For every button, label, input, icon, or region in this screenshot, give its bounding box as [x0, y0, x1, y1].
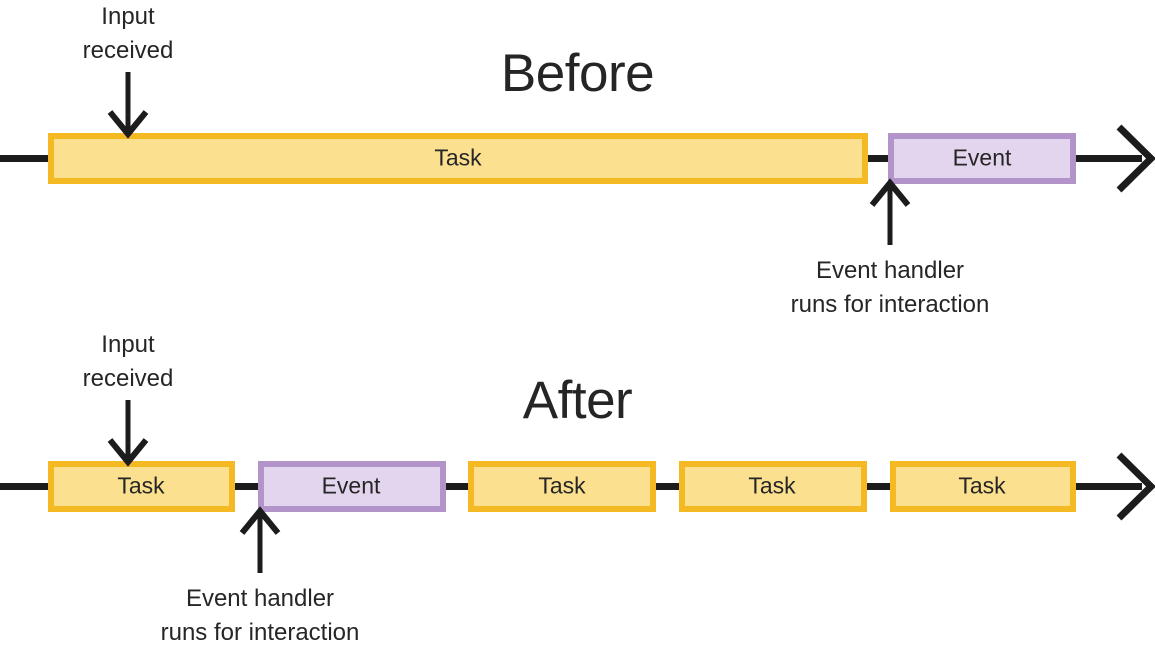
after-input-arrow [107, 400, 149, 467]
after-input-received-label: Input received [82, 331, 174, 393]
after-timeline-arrowhead [1116, 452, 1155, 521]
before-input-arrow [107, 72, 149, 139]
after-handler-arrow [239, 506, 281, 573]
before-handler-arrow [869, 178, 911, 245]
before-timeline-group [0, 124, 1155, 193]
before-input-received-label: Input received [82, 3, 174, 65]
after-block-task-1[interactable] [48, 461, 235, 512]
after-block-task-2[interactable] [468, 461, 656, 512]
before-block-task-1-label: Task [434, 144, 482, 171]
before-block-task-1[interactable] [48, 133, 868, 184]
before-block-event-1-label: Event [952, 144, 1012, 171]
after-block-task-3[interactable] [679, 461, 867, 512]
after-event-handler-label: Event handler runs for interaction [160, 585, 360, 647]
before-section-title: Before [500, 44, 655, 103]
after-block-event-1[interactable] [258, 461, 446, 512]
before-event-handler-label: Event handler runs for interaction [790, 257, 990, 319]
after-block-task-4-label: Task [958, 472, 1006, 499]
after-block-task-4[interactable] [890, 461, 1076, 512]
after-timeline-group [0, 452, 1155, 521]
before-timeline-arrowhead [1116, 124, 1155, 193]
after-block-task-3-label: Task [748, 472, 796, 499]
after-block-task-2-label: Task [538, 472, 586, 499]
after-block-event-1-label: Event [321, 472, 381, 499]
after-block-task-1-label: Task [117, 472, 165, 499]
after-section-title: After [522, 371, 633, 430]
before-block-event-1[interactable] [888, 133, 1076, 184]
